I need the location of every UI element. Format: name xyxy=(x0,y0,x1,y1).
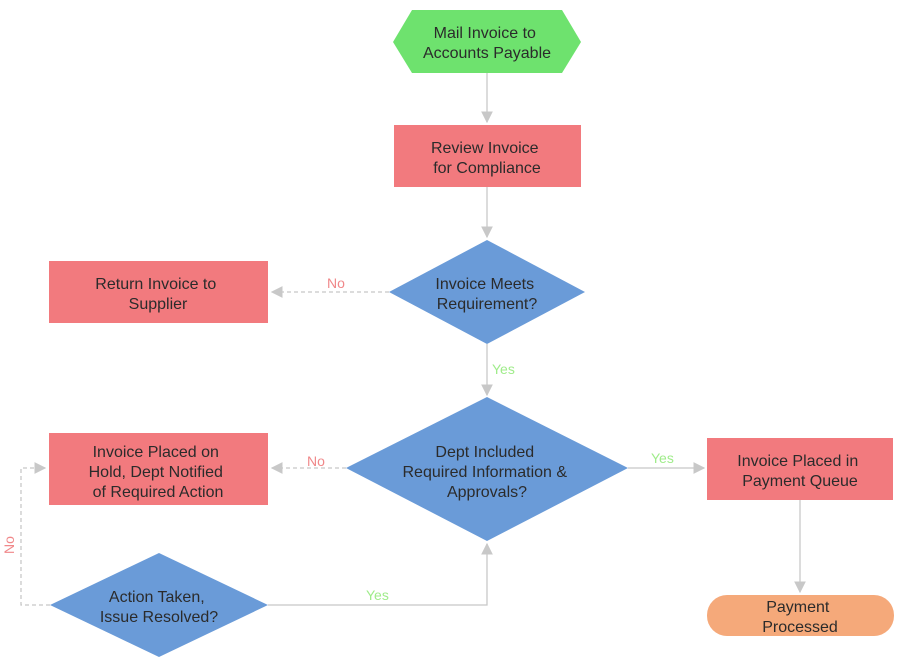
node-line: Action Taken, xyxy=(109,589,205,606)
node-text-meets-requirement: Invoice Meets Requirement? xyxy=(435,276,538,313)
node-line: Invoice Meets xyxy=(435,276,534,293)
process-node-placed-in-queue[interactable]: Invoice Placed in Payment Queue xyxy=(707,438,893,500)
edge-action-yes-to-dept xyxy=(268,542,493,606)
node-line: for Compliance xyxy=(433,160,541,177)
node-line: Processed xyxy=(762,619,838,636)
node-text-placed-in-queue: Invoice Placed in Payment Queue xyxy=(737,453,862,490)
process-rect-shape xyxy=(49,261,268,323)
edge-label-meets-no: No xyxy=(327,275,345,291)
node-text-placed-on-hold: Invoice Placed on Hold, Dept Notified of… xyxy=(89,444,228,501)
node-text-payment-processed: Payment Processed xyxy=(762,599,838,636)
process-node-return-invoice[interactable]: Return Invoice to Supplier xyxy=(49,261,268,323)
end-node-payment-processed[interactable]: Payment Processed xyxy=(707,595,894,636)
node-line: Dept Included xyxy=(435,444,534,461)
node-line: Approvals? xyxy=(447,484,527,501)
process-rect-shape xyxy=(49,433,268,505)
node-line: Issue Resolved? xyxy=(100,609,218,626)
edge-label-action-yes: Yes xyxy=(366,587,389,603)
node-line: Mail Invoice to xyxy=(434,25,536,42)
process-rect-shape xyxy=(394,125,581,187)
node-line: Return Invoice to xyxy=(95,276,216,293)
process-rect-shape xyxy=(707,438,893,500)
node-text-review-invoice: Review Invoice for Compliance xyxy=(431,140,543,177)
decision-node-meets-requirement[interactable]: Invoice Meets Requirement? xyxy=(389,240,585,344)
end-terminator-shape xyxy=(707,595,894,636)
node-text-return-invoice: Return Invoice to Supplier xyxy=(95,276,220,313)
decision-diamond-shape xyxy=(346,397,628,541)
node-text-mail-invoice: Mail Invoice to Accounts Payable xyxy=(423,25,551,62)
node-line: Hold, Dept Notified xyxy=(89,464,223,481)
node-line: Payment Queue xyxy=(742,473,858,490)
start-hexagon-shape xyxy=(393,10,581,73)
node-line: Invoice Placed on xyxy=(93,444,219,461)
process-node-review-invoice[interactable]: Review Invoice for Compliance xyxy=(394,125,581,187)
node-line: Required Information & xyxy=(403,464,568,481)
edge-action-no-to-hold xyxy=(20,462,50,606)
edge-label-meets-yes: Yes xyxy=(492,361,515,377)
node-line: Invoice Placed in xyxy=(737,453,858,470)
node-line: Payment xyxy=(766,599,830,616)
node-line: of Required Action xyxy=(93,484,224,501)
edge-label-dept-no: No xyxy=(307,453,325,469)
decision-node-dept-included[interactable]: Dept Included Required Information & App… xyxy=(346,397,628,541)
decision-node-action-taken[interactable]: Action Taken, Issue Resolved? xyxy=(50,553,268,657)
edge-label-action-no: No xyxy=(1,536,17,554)
process-node-placed-on-hold[interactable]: Invoice Placed on Hold, Dept Notified of… xyxy=(49,433,268,505)
node-line: Review Invoice xyxy=(431,140,539,157)
decision-diamond-shape xyxy=(50,553,268,657)
start-node-mail-invoice[interactable]: Mail Invoice to Accounts Payable xyxy=(393,10,581,73)
node-line: Requirement? xyxy=(437,296,538,313)
node-line: Accounts Payable xyxy=(423,45,551,62)
edge-label-dept-yes: Yes xyxy=(651,450,674,466)
node-line: Supplier xyxy=(129,296,188,313)
node-text-action-taken: Action Taken, Issue Resolved? xyxy=(100,589,218,626)
decision-diamond-shape xyxy=(389,240,585,344)
node-text-dept-included: Dept Included Required Information & App… xyxy=(403,444,572,501)
